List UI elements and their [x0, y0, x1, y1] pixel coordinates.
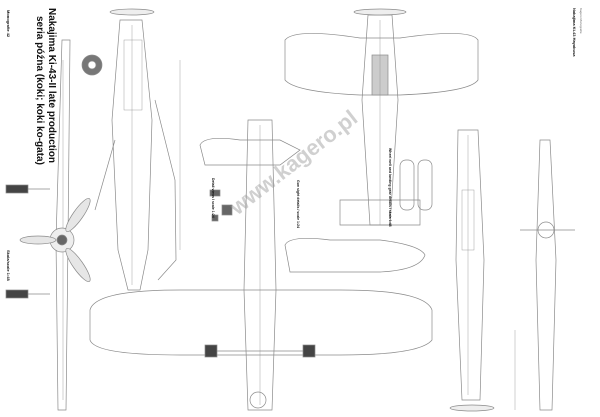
sheet-sublabel: Kagero Monografie: [579, 8, 583, 34]
drawing-title: Nakajima Ki-43-II late production: [46, 8, 57, 164]
side-view-right: [449, 129, 495, 412]
sheet-label: Nakajima Ki-43 Hayabusa: [572, 8, 577, 57]
front-view: [5, 39, 91, 411]
scale-label: Skala/scale 1:48: [6, 250, 11, 281]
top-view: [284, 8, 479, 226]
detail-note: Gun sight details / scale 1:24: [296, 180, 300, 229]
publisher-note: Monografie 42: [6, 10, 11, 38]
side-view-left: [81, 8, 177, 291]
bottom-view: [89, 119, 433, 411]
drawing-subtitle: seria późna (koki; koki ko-gata): [34, 16, 45, 165]
detail-note: Detail views / scale 1:24: [211, 178, 215, 218]
front-view-right: [514, 139, 575, 411]
tailplane-view: [199, 138, 433, 273]
detail-note: Wheel well and landing gear details / sk…: [388, 148, 392, 227]
detail-parts: [179, 60, 233, 250]
